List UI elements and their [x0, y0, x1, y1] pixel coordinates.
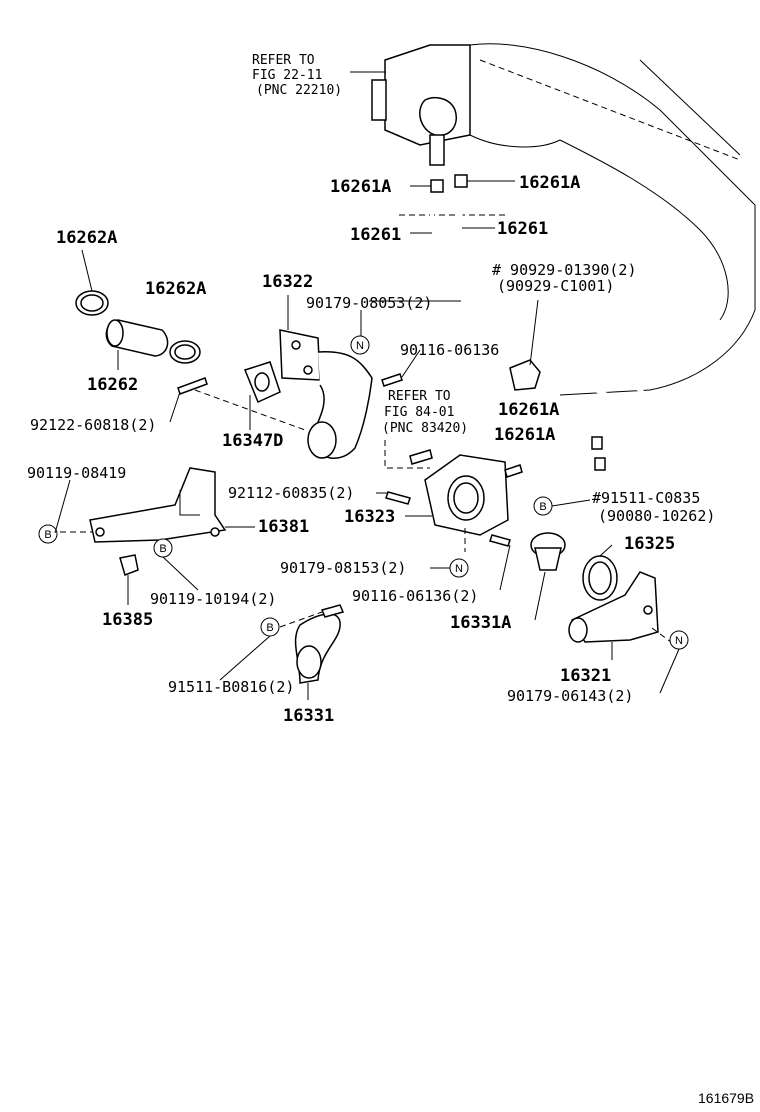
bracket-16381: [60, 467, 255, 543]
label-16261a-right: 16261A: [519, 173, 580, 193]
thermostat-16331a: [530, 532, 566, 621]
label-90116-06136-top: 90116-06136: [400, 341, 499, 359]
hose-clamps-low: [591, 436, 606, 471]
label-16262: 16262: [87, 375, 138, 395]
water-inlet-16321: [568, 571, 676, 660]
label-90119-10194: 90119-10194(2): [150, 590, 276, 608]
label-90179-06143: 90179-06143(2): [507, 687, 633, 705]
label-16381: 16381: [258, 517, 309, 537]
refer-top-line3: (PNC 22210): [256, 83, 342, 98]
svg-text:B: B: [44, 529, 51, 541]
label-91511-c0835: #91511-C0835: [592, 489, 700, 507]
label-16331a: 16331A: [450, 613, 511, 633]
label-16325: 16325: [624, 534, 675, 554]
refer-mid-line2: FIG 84-01: [384, 405, 454, 420]
engine-outline: [395, 43, 756, 396]
label-16261a-left: 16261A: [330, 177, 391, 197]
label-92112-60835: 92112-60835(2): [228, 484, 354, 502]
figure-id: 161679B: [698, 1090, 754, 1106]
label-16261-right: 16261: [497, 219, 548, 239]
svg-text:N: N: [675, 635, 683, 647]
badge-b-2: B: [153, 538, 173, 558]
svg-text:B: B: [539, 501, 546, 513]
inlet-pipe-16331: [279, 604, 345, 700]
svg-text:B: B: [159, 543, 166, 555]
svg-text:B: B: [266, 622, 273, 634]
water-outlet-16322: [194, 295, 421, 459]
label-16347d: 16347D: [222, 431, 283, 451]
badge-b-3: B: [533, 496, 553, 516]
refer-top-line1: REFER TO: [252, 53, 315, 68]
refer-top: REFER TO FIG 22-11 (PNC 22210): [252, 53, 342, 98]
label-91511-b0816: 91511-B0816(2): [168, 678, 294, 696]
badge-b-1: B: [38, 524, 58, 544]
nut-16385: [119, 554, 139, 605]
leader-lines: [54, 300, 680, 694]
label-16321: 16321: [560, 666, 611, 686]
vsv-valve: [509, 299, 541, 391]
gasket-16325: [582, 544, 618, 601]
badge-n-1: N: [350, 335, 370, 355]
vacuum-hoses: [410, 199, 657, 472]
refer-mid-line3: (PNC 83420): [382, 421, 468, 436]
refer-mid: REFER TO FIG 84-01 (PNC 83420): [382, 389, 468, 436]
label-90119-08419: 90119-08419: [27, 464, 126, 482]
label-16331: 16331: [283, 706, 334, 726]
svg-text:N: N: [455, 563, 463, 575]
label-90929-c1001: (90929-C1001): [497, 277, 614, 295]
thermostat-housing-16323: [384, 440, 523, 552]
label-90179-08153: 90179-08153(2): [280, 559, 406, 577]
hose-16262-group: [75, 249, 208, 423]
label-92122-60818: 92122-60818(2): [30, 416, 156, 434]
badge-n-2: N: [449, 558, 469, 578]
badge-n-3: N: [669, 630, 689, 650]
label-16261a-low1: 16261A: [498, 400, 559, 420]
label-16262a-mid: 16262A: [145, 279, 206, 299]
refer-top-line2: FIG 22-11: [252, 68, 322, 83]
label-90179-08053: 90179-08053(2): [306, 294, 432, 312]
label-90080-10262: (90080-10262): [598, 507, 715, 525]
throttle-body: [350, 44, 471, 166]
label-16322: 16322: [262, 272, 313, 292]
label-16385: 16385: [102, 610, 153, 630]
hose-clamps-top: [410, 174, 515, 193]
label-16261-left: 16261: [350, 225, 401, 245]
refer-mid-line1: REFER TO: [388, 389, 451, 404]
label-90116-06136-bot: 90116-06136(2): [352, 587, 478, 605]
label-90929-01390: # 90929-01390(2): [492, 261, 637, 279]
label-16323: 16323: [344, 507, 395, 527]
badge-b-4: B: [260, 617, 280, 637]
svg-text:N: N: [356, 340, 364, 352]
label-16262a-top: 16262A: [56, 228, 117, 248]
label-16261a-low2: 16261A: [494, 425, 555, 445]
